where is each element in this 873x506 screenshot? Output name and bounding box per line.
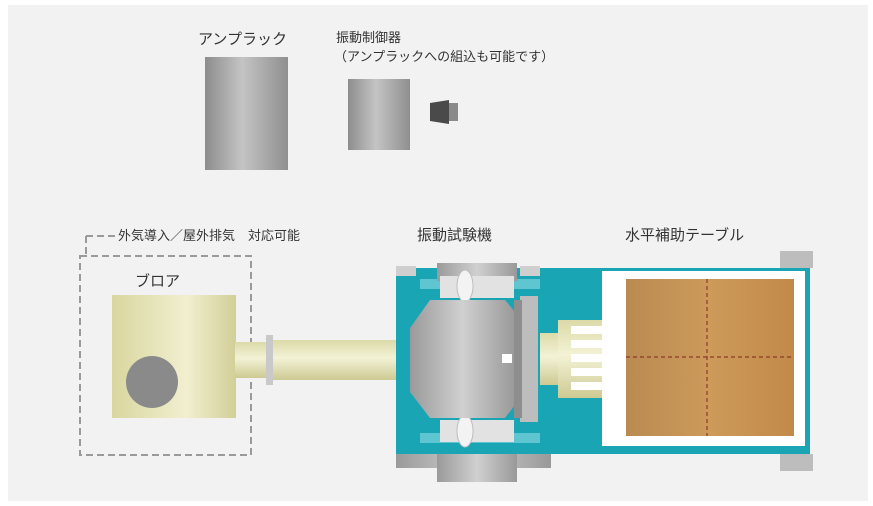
controller-note-label: （アンプラックへの組込も可能です） — [334, 50, 555, 65]
shaker-window — [502, 354, 512, 363]
slip-table-guide-top — [780, 251, 813, 268]
amp-rack — [205, 57, 288, 170]
shaker-ring-bottom — [440, 420, 514, 442]
shaker-bottom-foot — [437, 454, 517, 482]
blower-body — [112, 295, 236, 418]
shaker-side-plate-2 — [514, 300, 522, 418]
shaker-ring-top-slot — [456, 269, 474, 303]
duct-flange — [266, 335, 273, 385]
air-note-label: 外気導入／屋外排気 対応可能 — [118, 229, 301, 244]
slip-table-label: 水平補助テーブル — [625, 226, 745, 244]
air-boundary-dashed-line — [79, 235, 252, 456]
armature-coupling — [540, 333, 560, 385]
duct-short — [235, 342, 267, 378]
controller-title-label: 振動制御器 — [336, 31, 402, 46]
shaker-ring-top — [440, 276, 514, 298]
vibration-controller — [348, 79, 410, 150]
amp-rack-label: アンプラック — [198, 30, 287, 48]
slip-table-guide-bottom — [780, 454, 813, 471]
shaker-label: 振動試験機 — [417, 226, 493, 244]
armature-fins — [571, 326, 626, 390]
shaker-ring-bottom-slot — [456, 414, 474, 448]
duct-long — [273, 340, 410, 380]
blower-outlet — [126, 356, 178, 408]
shaker-top-mount — [396, 266, 416, 276]
shaker-body — [410, 300, 515, 418]
sensor-icon — [430, 100, 458, 124]
shaker-side-plate — [520, 296, 538, 422]
shaker-top-mount-2 — [520, 266, 540, 276]
blower-label: ブロア — [135, 272, 181, 290]
